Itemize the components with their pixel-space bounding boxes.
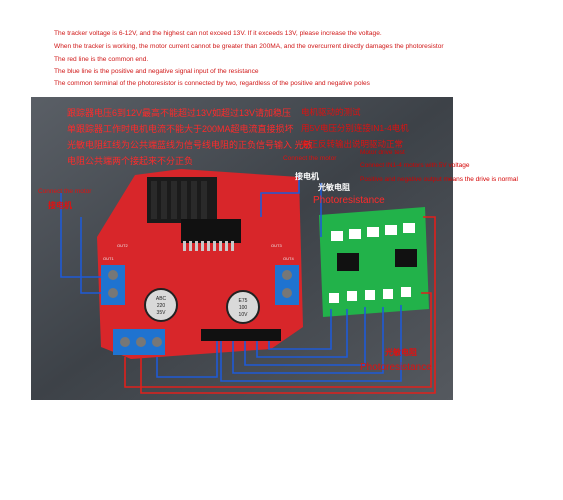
right-cn-1: 电机驱动的测试 — [301, 107, 361, 117]
label-connect-in: Connect IN1-4 motors with 5V voltage — [360, 162, 470, 169]
product-photo: OUT1 OUT2 OUT3 OUT4 ABC 220 35V E75 100 … — [31, 97, 453, 400]
label-photo-cn-top: 光敏电阻 — [318, 183, 350, 192]
label-motor-cn-right: 接电机 — [295, 172, 319, 181]
silk-out1: OUT1 — [103, 256, 114, 261]
cap1-bot: 35V — [157, 310, 167, 316]
note-line-5: The common terminal of the photoresistor… — [54, 80, 370, 87]
note-line-2: When the tracker is working, the motor c… — [54, 43, 444, 50]
wiring — [60, 175, 436, 394]
cap2-bot: 10V — [239, 312, 249, 318]
note-line-1: The tracker voltage is 6-12V, and the hi… — [54, 30, 382, 37]
label-motor-cn-left: 接电机 — [48, 201, 72, 210]
right-cn-3: 有正反转输出说明驱动正常 — [301, 139, 404, 149]
cap2-top: E75 — [239, 298, 248, 304]
cn-note-3: 光敏电阻红线为公共端蓝线为信号线电阻的正负信号输入 光敏 — [67, 140, 313, 150]
cap1-top: ABC — [156, 296, 167, 302]
label-pos-neg: Positive and negative output means the d… — [360, 176, 518, 183]
label-photo-cn-bottom: 光敏电阻 — [385, 348, 417, 357]
label-connect-motor-right: Connect the motor — [283, 155, 337, 162]
capacitor-2 — [226, 290, 260, 324]
label-motor-drive-test: Motor drive test — [360, 149, 405, 156]
capacitor-1 — [144, 288, 178, 322]
label-photoresistance-top: Photoresistance — [313, 195, 385, 206]
ic-1 — [337, 253, 359, 271]
silk-out3: OUT3 — [271, 243, 282, 248]
cap2-mid: 100 — [239, 305, 248, 311]
ic-2 — [395, 249, 417, 267]
silk-out4: OUT4 — [283, 256, 294, 261]
right-cn-2: 用5V电压分别连接IN1-4电机 — [301, 123, 409, 133]
l298n-board: OUT1 OUT2 OUT3 OUT4 ABC 220 35V E75 100 … — [97, 169, 303, 359]
label-connect-motor-left: Connect the motor — [38, 188, 92, 195]
photo-canvas: OUT1 OUT2 OUT3 OUT4 ABC 220 35V E75 100 … — [31, 97, 453, 400]
cap1-mid: 220 — [157, 303, 166, 309]
cn-note-1: 跟踪器电压6到12V最高不能超过13V如超过13V请加稳压 — [67, 108, 292, 118]
driver-chip — [181, 219, 241, 243]
silk-out2: OUT2 — [117, 243, 128, 248]
cn-note-4: 电阻公共端两个接起来不分正负 — [67, 156, 194, 166]
pin-header — [201, 329, 281, 341]
cn-note-2: 单跟踪器工作时电机电流不能大于200MA超电流直接损坏 — [67, 124, 294, 134]
tracker-board — [319, 207, 429, 317]
label-photoresistance-bottom: Photoresistance — [360, 362, 432, 373]
note-line-3: The red line is the common end. — [54, 56, 149, 63]
note-line-4: The blue line is the positive and negati… — [54, 68, 259, 75]
